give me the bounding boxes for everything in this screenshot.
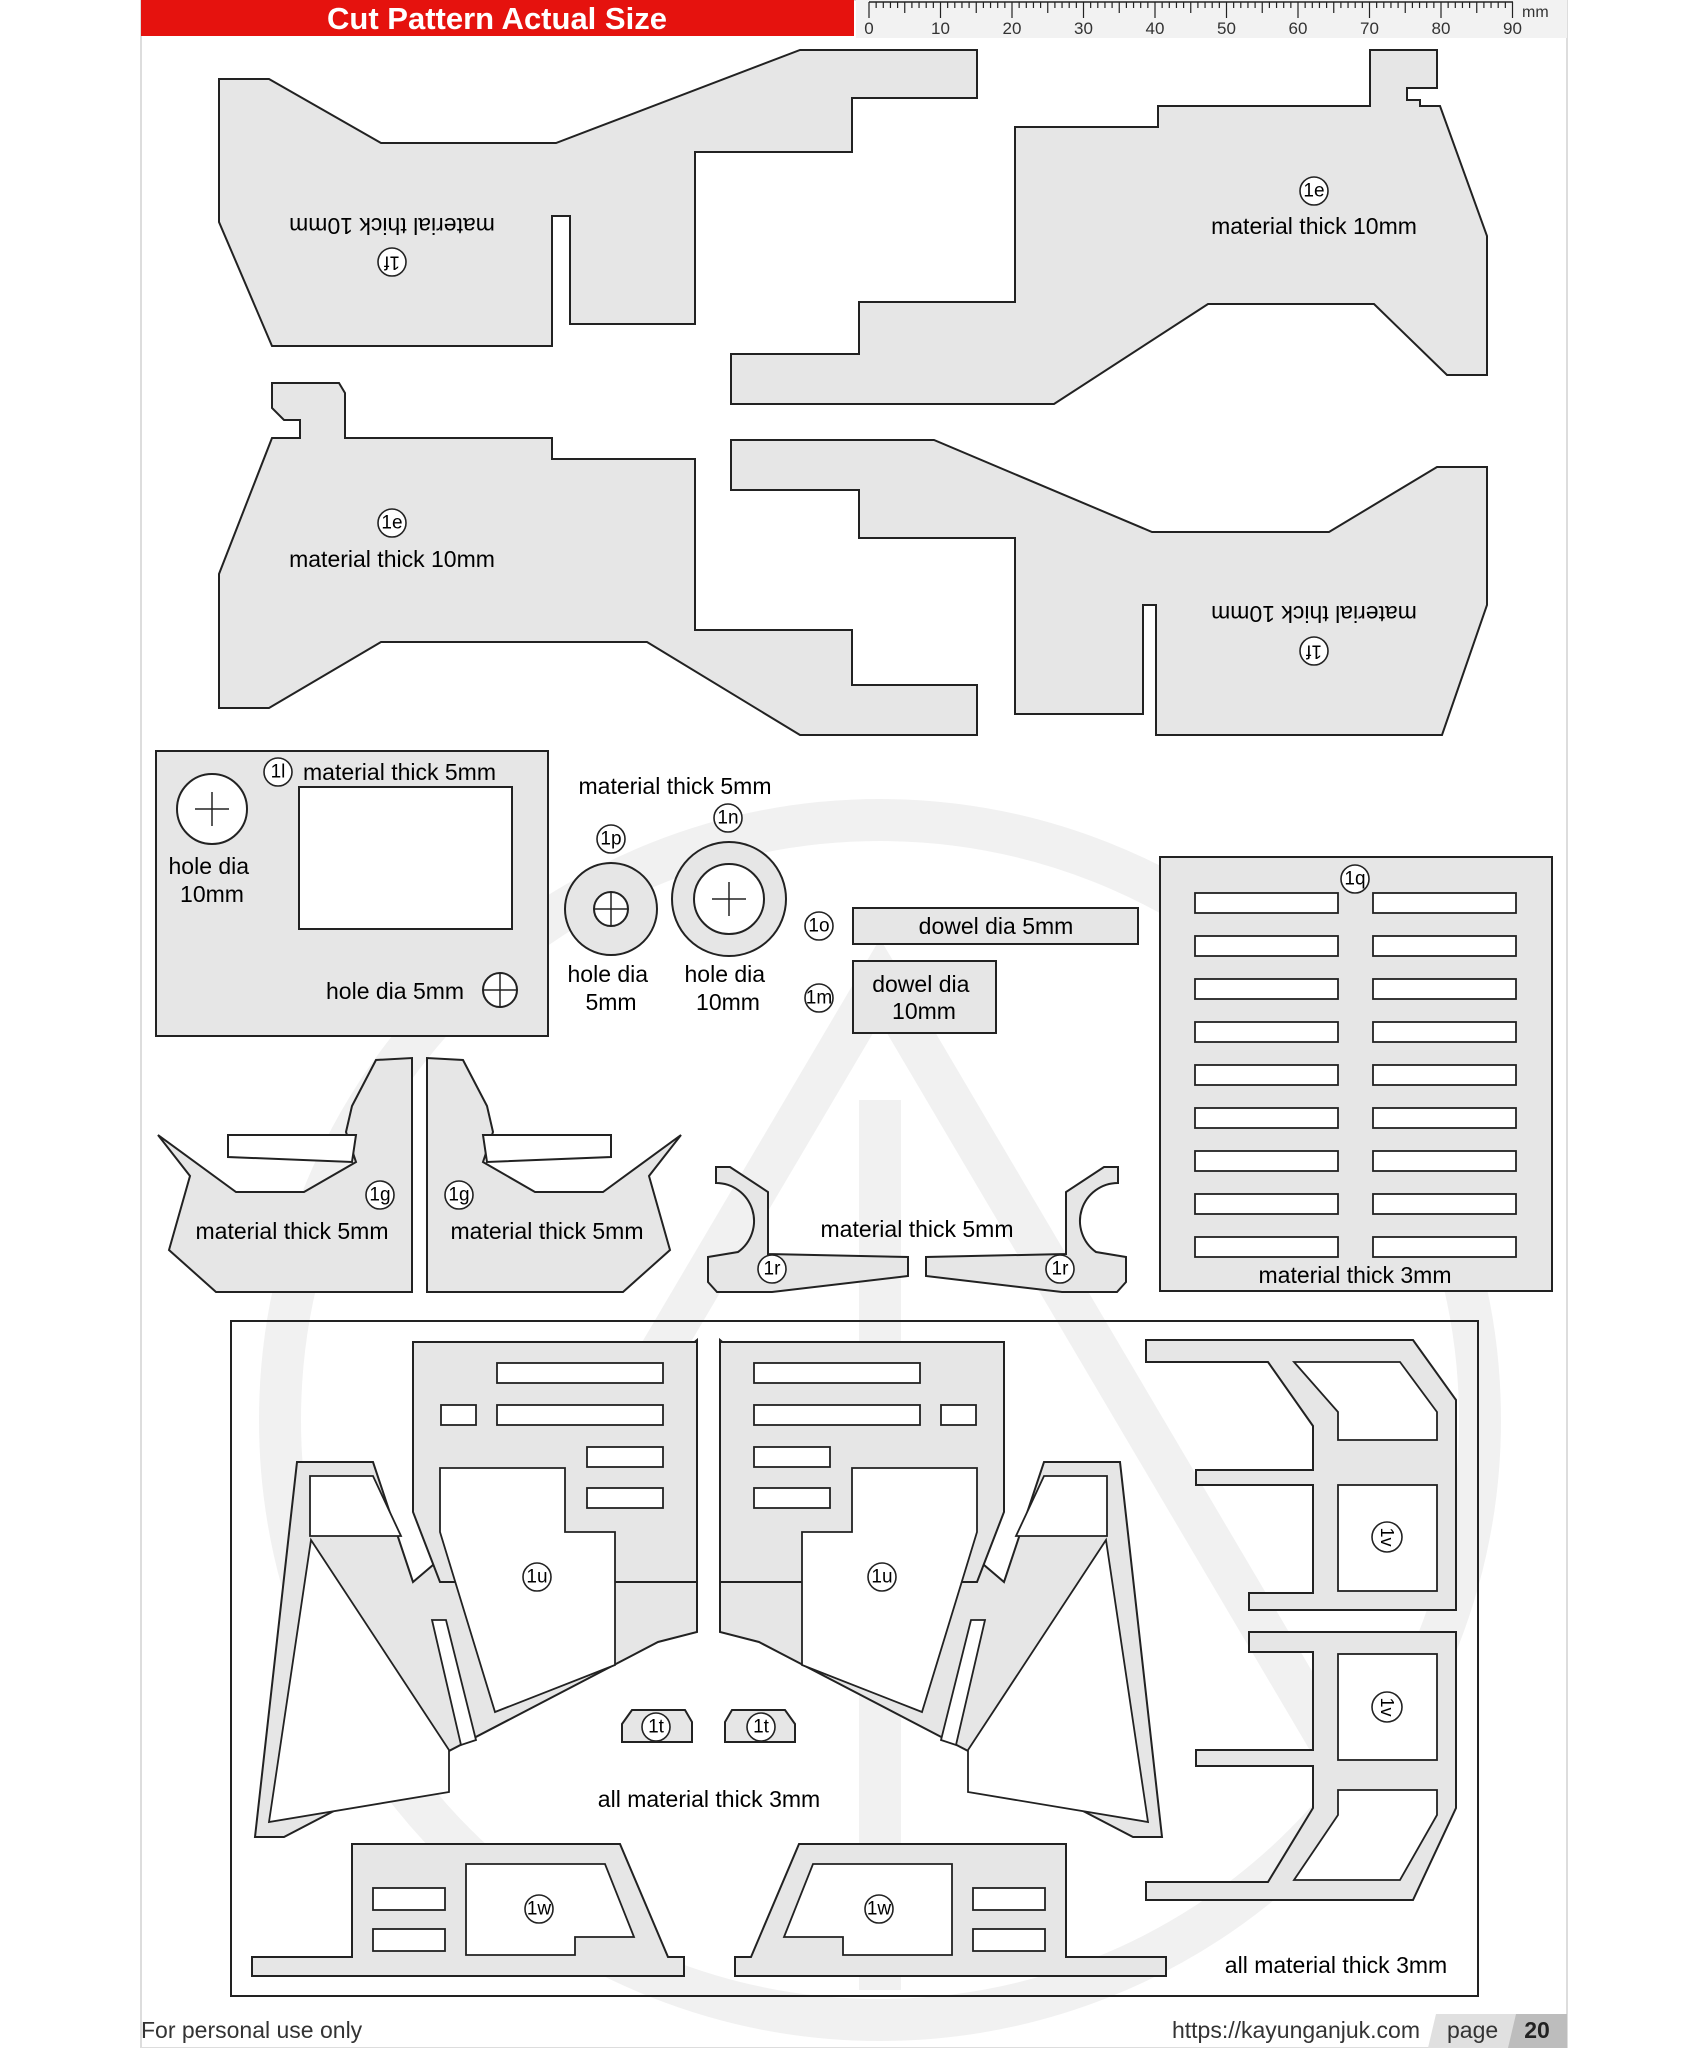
grille-slot: [1372, 1193, 1517, 1215]
grille-slot: [1194, 892, 1339, 914]
part-label: 1w: [527, 1899, 552, 1920]
part-label: 1p: [600, 829, 621, 850]
part-label: 1o: [808, 916, 829, 937]
part-1o-dowel: 1o dowel dia 5mm: [804, 907, 1139, 945]
hole-note: hole dia 10mm: [685, 961, 772, 1015]
ruler-label: 60: [1289, 19, 1308, 38]
ruler-label: 20: [1003, 19, 1022, 38]
page-title: Cut Pattern Actual Size: [327, 1, 667, 36]
part-1m-dowel: 1m dowel dia 10mm: [804, 960, 997, 1034]
grille-slot: [1194, 1193, 1339, 1215]
part-label: 1m: [806, 988, 832, 1009]
part-1u-left: 1u: [253, 1337, 698, 1838]
material-note: material thick 5mm: [303, 759, 496, 785]
part-label: 1t: [753, 1717, 770, 1738]
material-note: material thick 5mm: [196, 1218, 389, 1244]
grille-slot: [1194, 1021, 1339, 1043]
part-1g-left: 1g material thick 5mm: [157, 1056, 413, 1293]
part-1e-mid: 1e material thick 10mm: [218, 382, 978, 736]
material-note: material thick 10mm: [289, 546, 495, 572]
grille-slot: [1194, 1150, 1339, 1172]
grille-slot: [1372, 1236, 1517, 1258]
grille-slot: [1194, 1064, 1339, 1086]
part-label: 1r: [1052, 1259, 1070, 1280]
grille-slot: [1372, 1107, 1517, 1129]
header-bar: Cut Pattern Actual Size: [141, 0, 854, 36]
grille-slot: [1372, 978, 1517, 1000]
ruler-label: 50: [1217, 19, 1236, 38]
part-label: 1e: [1303, 181, 1324, 202]
material-note: material thick 10mm: [1211, 601, 1417, 627]
part-1e-top: 1e material thick 10mm: [730, 49, 1488, 405]
hole-note: hole dia 5mm: [326, 978, 464, 1004]
grille-slot: [1372, 1064, 1517, 1086]
ruler-label: 10: [931, 19, 950, 38]
grille-slot: [1372, 1021, 1517, 1043]
part-1r-pair: 1r 1r material thick 5mm: [707, 1166, 1127, 1293]
part-1l: 1l material thick 5mm hole dia 10mm hole…: [155, 750, 549, 1037]
footer-note: For personal use only: [141, 2017, 363, 2043]
ruler-label: 0: [864, 19, 873, 38]
part-label: 1t: [648, 1717, 665, 1738]
part-label: 1f: [383, 252, 400, 273]
ruler-label: 80: [1432, 19, 1451, 38]
material-note: all material thick 3mm: [598, 1786, 820, 1812]
page-label: page: [1447, 2017, 1498, 2043]
material-note: material thick 10mm: [289, 213, 495, 239]
part-1v-top: 1v: [1145, 1339, 1457, 1611]
part-label: 1g: [369, 1185, 390, 1206]
mm-ruler: 0 10 20 30 40 50 60 70 80 90 mm: [856, 0, 1567, 38]
material-note: material thick 3mm: [1259, 1262, 1452, 1288]
group-3mm: 1u 1u 1t 1t all material thi: [230, 1320, 1479, 1997]
grille-slot: [1372, 1150, 1517, 1172]
grille-slot: [1194, 1236, 1339, 1258]
dowel-note: dowel dia 5mm: [919, 913, 1074, 939]
part-1u-right: 1u: [719, 1337, 1164, 1838]
part-label: 1f: [1305, 641, 1322, 662]
footer-url[interactable]: https://kayunganjuk.com: [1172, 2017, 1420, 2043]
material-note: material thick 10mm: [1211, 213, 1417, 239]
part-1w-left: 1w: [251, 1843, 685, 1977]
part-1v-bottom: 1v: [1145, 1631, 1457, 1901]
page-number: 20: [1524, 2017, 1550, 2043]
material-note: material thick 5mm: [579, 773, 772, 799]
small-round-parts: material thick 5mm 1p hole dia 5mm 1n ho…: [564, 773, 787, 1015]
grille-slot: [1372, 935, 1517, 957]
part-label: 1u: [871, 1567, 892, 1588]
ruler-label: 70: [1360, 19, 1379, 38]
ruler-label: 90: [1503, 19, 1522, 38]
part-1t-pair: 1t 1t: [621, 1709, 796, 1743]
grille-slot: [1194, 978, 1339, 1000]
part-1w-right: 1w: [734, 1843, 1167, 1977]
hole-note: hole dia 10mm: [169, 853, 256, 907]
material-note: material thick 5mm: [451, 1218, 644, 1244]
hole-note: hole dia 5mm: [568, 961, 655, 1015]
part-label: 1u: [526, 1567, 547, 1588]
part-1f-mid: 1f material thick 10mm: [730, 439, 1488, 736]
dowel-note: dowel dia 10mm: [872, 971, 976, 1024]
ruler-label: 30: [1074, 19, 1093, 38]
part-label: 1e: [381, 513, 402, 534]
part-1f-top: 1f material thick 10mm: [218, 49, 978, 347]
grille-slot: [1194, 935, 1339, 957]
part-label: 1n: [717, 808, 738, 829]
part-label: 1q: [1344, 869, 1365, 890]
material-note: all material thick 3mm: [1225, 1952, 1447, 1978]
ruler-label: 40: [1146, 19, 1165, 38]
material-note: material thick 5mm: [821, 1216, 1014, 1242]
part-label: 1v: [1377, 1697, 1397, 1716]
part-label: 1v: [1377, 1527, 1397, 1546]
grille-slot: [1372, 892, 1517, 914]
grille-slot: [1194, 1107, 1339, 1129]
part-label: 1l: [271, 762, 286, 783]
part-1g-right: 1g material thick 5mm: [426, 1056, 682, 1293]
part-1q-grille: 1q material thick 3mm: [1159, 856, 1553, 1292]
footer: For personal use only https://kayunganju…: [141, 2014, 1567, 2048]
part-label: 1w: [867, 1899, 892, 1920]
part-label: 1r: [764, 1259, 782, 1280]
part-label: 1g: [448, 1185, 469, 1206]
ruler-unit: mm: [1522, 4, 1549, 21]
